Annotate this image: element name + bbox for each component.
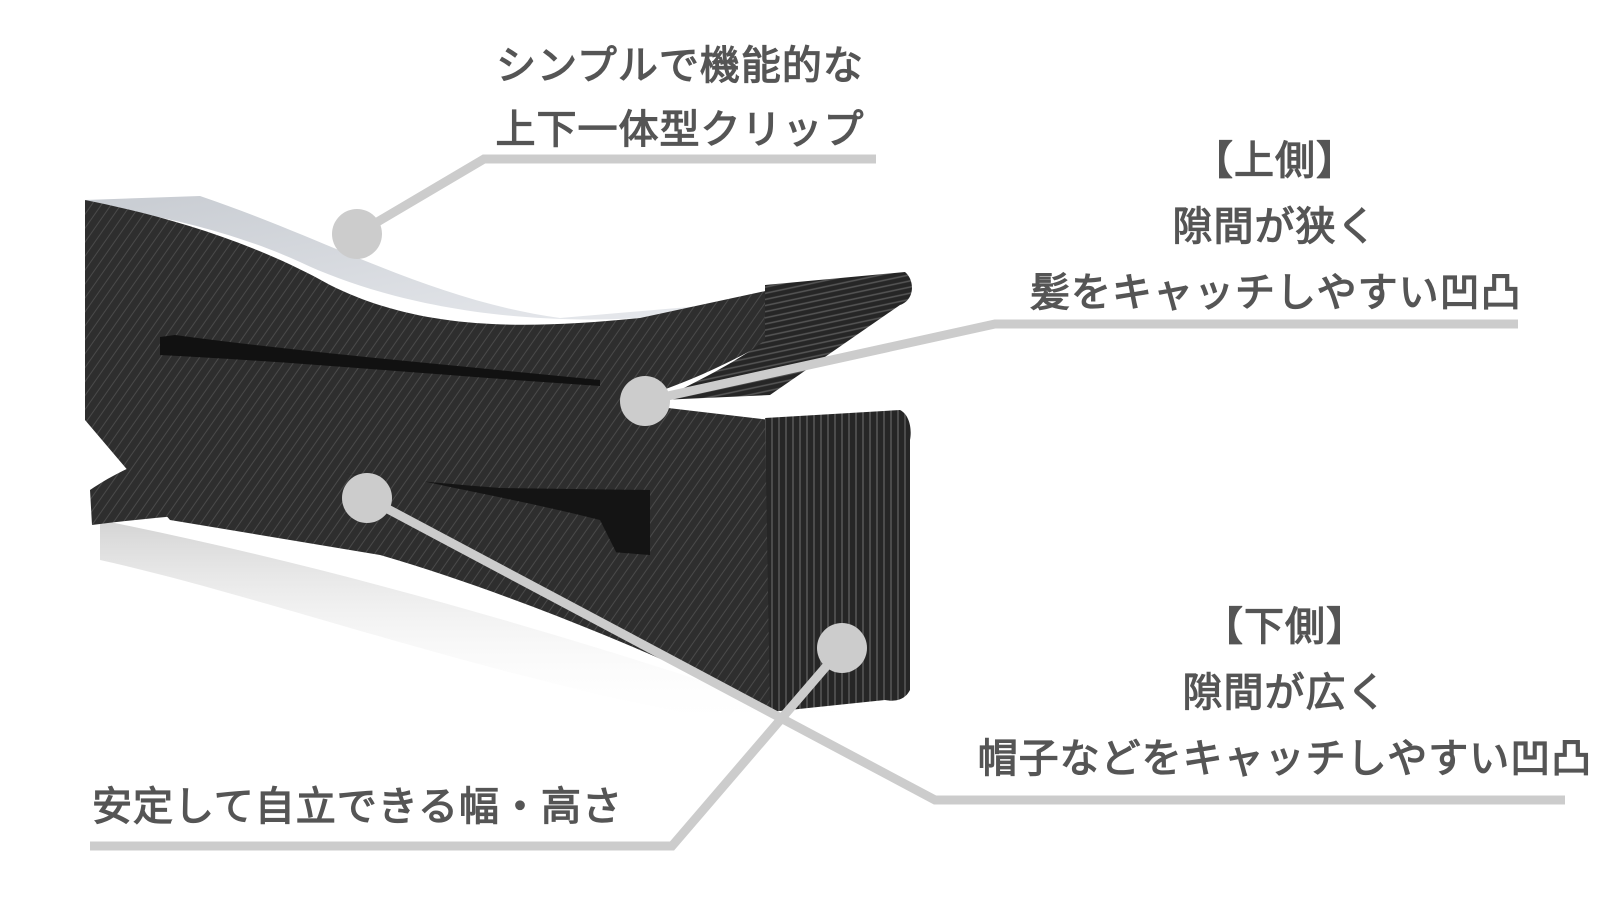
callout-line-bottom (90, 645, 846, 851)
callout-top-line-2: 上下一体型クリップ (495, 107, 865, 153)
callout-top-label: シンプルで機能的な 上下一体型クリップ (470, 34, 890, 162)
marker-dot-bottom (817, 623, 867, 673)
callout-upper-heading: 【上側】 (1193, 138, 1357, 184)
callout-lower-heading: 【下側】 (1203, 604, 1367, 650)
marker-dot-upper (620, 376, 670, 426)
callout-line-lower (364, 494, 1565, 805)
callout-markers (332, 209, 867, 673)
clip-upper-arm (85, 200, 912, 410)
marker-dot-top (332, 209, 382, 259)
callout-line-upper (644, 319, 1518, 406)
clip-top-face (85, 196, 770, 320)
callout-lower-line-1: 隙間が広く (1182, 670, 1388, 716)
callout-bottom-line-1: 安定して自立できる幅・高さ (92, 784, 623, 830)
callout-line-top (354, 154, 876, 238)
marker-dot-lower (342, 473, 392, 523)
callout-top-line-1: シンプルで機能的な (496, 43, 864, 89)
callout-lines (90, 154, 1565, 851)
callout-bottom-label: 安定して自立できる幅・高さ (92, 782, 652, 832)
callout-lower-line-2: 帽子などをキャッチしやすい凹凸 (977, 736, 1593, 782)
floor-shadow (100, 520, 900, 730)
callout-upper-label: 【上側】 隙間が狭く 髪をキャッチしやすい凹凸 (1030, 128, 1522, 326)
callout-upper-line-1: 隙間が狭く (1172, 204, 1378, 250)
callout-lower-label: 【下側】 隙間が広く 帽子などをキャッチしやすい凹凸 (975, 594, 1595, 792)
callout-upper-line-2: 髪をキャッチしやすい凹凸 (1030, 270, 1522, 316)
